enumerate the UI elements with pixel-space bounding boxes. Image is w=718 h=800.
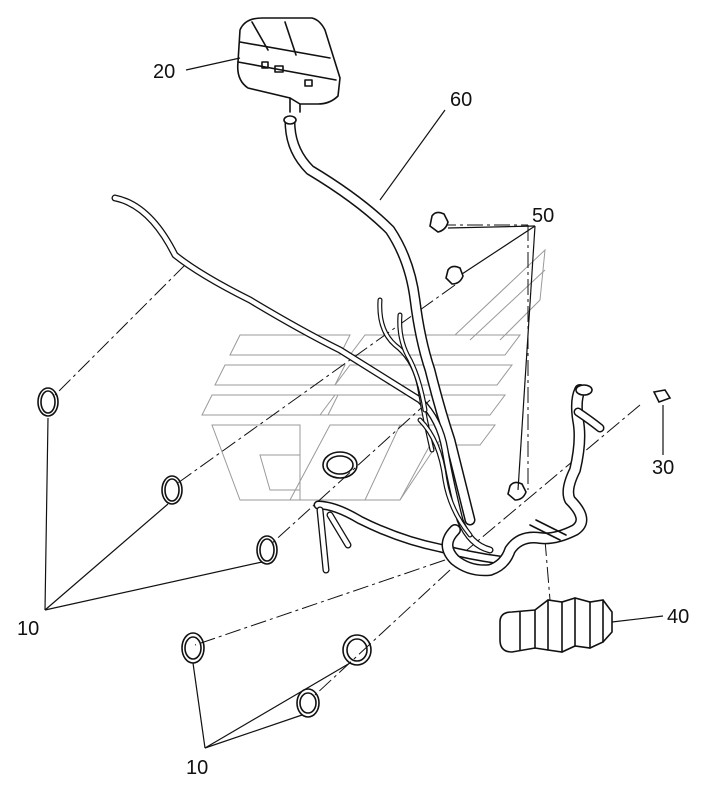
hose-lower-branch [313,500,505,574]
watermark-logo [201,248,546,501]
callout-10-lower: 10 [186,757,208,779]
leader-lines [44,57,664,749]
hose-cap-icon [652,389,672,403]
callout-50: 50 [532,205,554,227]
bellows-boot-icon [499,597,613,653]
hose-clamp-icon [37,387,372,718]
reservoir-tank-icon [236,17,341,113]
callout-10-upper: 10 [17,618,39,640]
hose-60 [283,115,476,526]
callout-60: 60 [450,89,472,111]
hose-right [441,384,605,577]
callout-30: 30 [652,457,674,479]
callout-40: 40 [667,606,689,628]
hose-connector-icon [429,211,527,501]
thin-tubes [377,297,473,538]
hose-long-left [111,194,494,554]
assembly-lines [54,224,641,696]
callout-20: 20 [153,61,175,83]
